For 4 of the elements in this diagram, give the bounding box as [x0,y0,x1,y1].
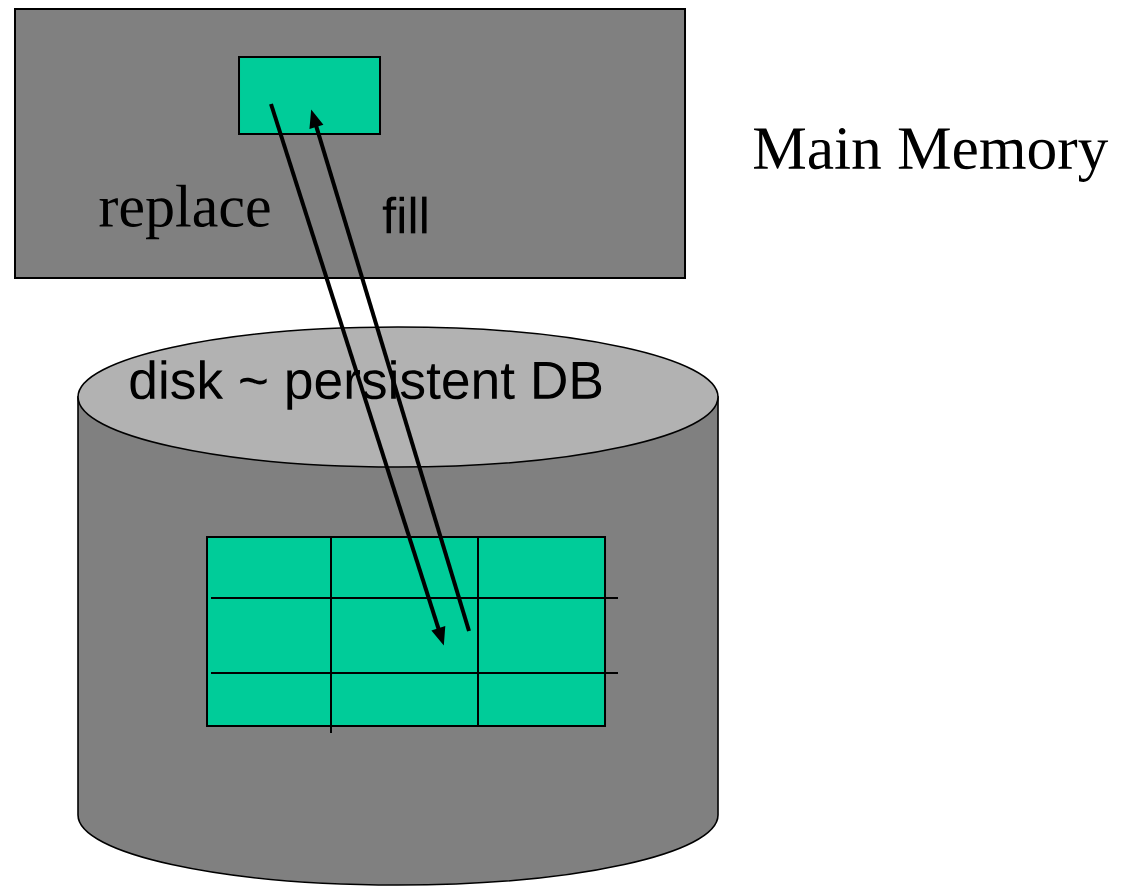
memory-label: Main Memory [754,128,1109,182]
edge-label: replace [97,183,273,241]
page-box [238,56,381,135]
edge-label: fill [380,195,432,235]
